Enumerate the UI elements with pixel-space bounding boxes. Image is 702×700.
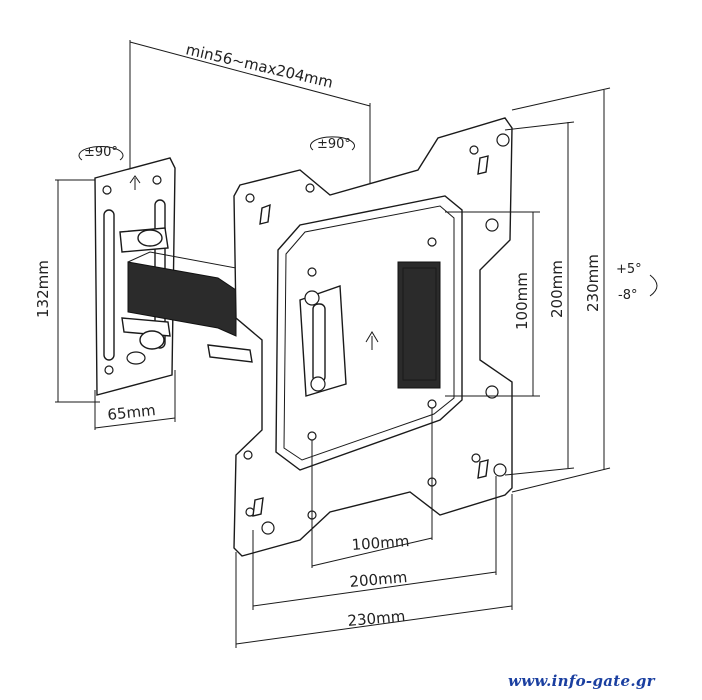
vesa-width-medium-label: 200mm [349, 568, 408, 591]
vesa-width-large-label: 230mm [347, 607, 406, 630]
wall-plate-width-label: 65mm [107, 401, 157, 424]
swivel-left-indicator: ±90° [78, 145, 124, 161]
swing-arm [119, 227, 253, 363]
rotate-arrow-icon [310, 136, 355, 151]
vesa-height-dimensions: 100mm 200mm 230mm [445, 87, 611, 493]
up-arrow-icon [129, 175, 141, 190]
up-arrow-icon [365, 331, 379, 350]
tilt-down-label: -8° [618, 288, 637, 303]
swivel-left-label: ±90° [84, 145, 118, 160]
tilt-indicator: +5° -8° [616, 262, 658, 303]
arm-range-label: min56~max204mm [184, 40, 335, 91]
tv-plate [233, 117, 513, 557]
vesa-width-dimensions: 100mm 200mm 230mm [235, 408, 513, 648]
tilt-up-label: +5° [616, 262, 642, 277]
wall-plate-dimensions: 132mm 65mm [34, 179, 176, 430]
watermark: www.info-gate.gr [508, 672, 656, 690]
vesa-height-large-label: 230mm [584, 254, 602, 312]
vesa-height-medium-label: 200mm [548, 260, 566, 318]
tilt-arrow-icon [649, 274, 658, 297]
wall-plate-height-label: 132mm [34, 260, 52, 318]
vesa-width-small-label: 100mm [351, 532, 410, 554]
swivel-right-indicator: ±90° [310, 136, 355, 152]
swivel-right-label: ±90° [317, 137, 351, 152]
vesa-height-small-label: 100mm [513, 272, 531, 330]
rotate-arrow-icon [78, 145, 124, 161]
